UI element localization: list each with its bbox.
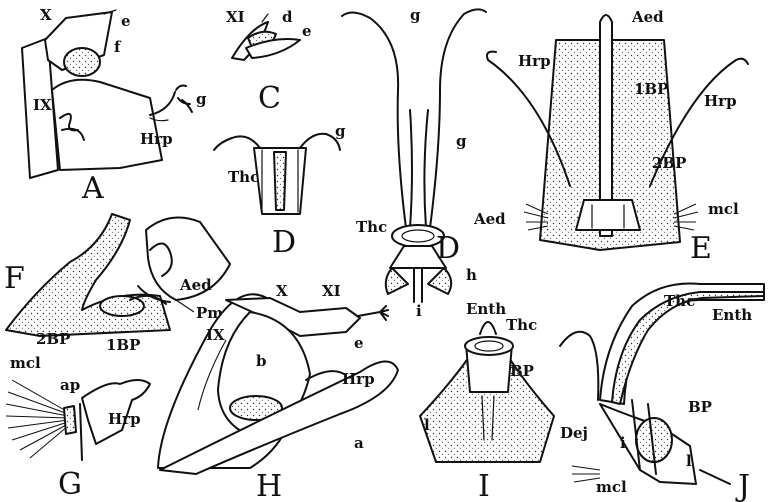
panel-d-label-thc: Thc bbox=[356, 218, 387, 236]
panel-i-caption: I bbox=[478, 469, 490, 502]
panel-j-label-enth: Enth bbox=[712, 306, 752, 324]
panel-h-label-e: e bbox=[354, 334, 364, 352]
panel-d-label-g-right: g bbox=[456, 132, 467, 150]
panel-i-label-l: l bbox=[424, 416, 430, 434]
panel-h-label-xi: XI bbox=[322, 282, 341, 300]
panel-g-label-mcl: mcl bbox=[10, 354, 41, 372]
panel-a-drawing bbox=[22, 10, 192, 178]
panel-f-label-1bp: 1BP bbox=[106, 336, 140, 354]
panel-a-label-g: g bbox=[196, 90, 207, 108]
panel-i-label-enth: Enth bbox=[466, 300, 506, 318]
panel-h-label-x: X bbox=[276, 282, 288, 300]
panel-a-caption: A bbox=[81, 171, 104, 206]
panel-j-caption: J bbox=[735, 469, 750, 502]
panel-d-drawing bbox=[342, 9, 486, 302]
panel-h-label-hrp: Hrp bbox=[342, 370, 375, 388]
panel-j-label-i: i bbox=[620, 434, 626, 452]
panel-c-caption: D bbox=[272, 225, 296, 260]
panel-e-label-1bp: 1BP bbox=[634, 80, 668, 98]
panel-j-label-mcl: mcl bbox=[596, 478, 627, 496]
panel-j-label-bp: BP bbox=[688, 398, 712, 416]
panel-a-label-f: f bbox=[114, 38, 122, 56]
panel-a-label-ix: IX bbox=[33, 96, 52, 114]
panel-i-drawing bbox=[420, 322, 554, 462]
panel-e-label-mcl: mcl bbox=[708, 200, 739, 218]
panel-a-label-hrp: Hrp bbox=[140, 130, 173, 148]
panel-d-label-g-left: g bbox=[410, 6, 421, 24]
panel-a-label-x: X bbox=[40, 6, 52, 24]
panel-b-label-e: e bbox=[302, 22, 312, 40]
panel-f-label-2bp: 2BP bbox=[36, 330, 70, 348]
panel-h-label-a: a bbox=[354, 434, 364, 452]
panel-j-label-dej: Dej bbox=[560, 424, 588, 442]
panel-j-label-thc: Thc bbox=[664, 292, 695, 310]
panel-b-label-d: d bbox=[282, 8, 293, 26]
panel-b-caption: C bbox=[258, 81, 281, 116]
panel-h-label-b: b bbox=[256, 352, 267, 370]
panel-d-label-h: h bbox=[466, 266, 477, 284]
panel-c-label-thc: Thc bbox=[228, 168, 259, 186]
panel-g-caption: G bbox=[58, 467, 82, 502]
panel-f-caption: F bbox=[4, 261, 25, 296]
panel-d-label-aed: Aed bbox=[473, 210, 506, 228]
panel-e-label-2bp: 2BP bbox=[652, 154, 686, 172]
panel-e-caption: E bbox=[690, 231, 712, 266]
panel-e-label-aed: Aed bbox=[631, 8, 664, 26]
panel-b-label-xi: XI bbox=[226, 8, 245, 26]
panel-g-label-hrp: Hrp bbox=[108, 410, 141, 428]
panel-j-label-l: l bbox=[686, 452, 692, 470]
panel-d-label-i: i bbox=[416, 302, 422, 320]
panel-e-label-hrp-right: Hrp bbox=[704, 92, 737, 110]
panel-f-label-aed: Aed bbox=[179, 276, 212, 294]
panel-c-label-g: g bbox=[335, 122, 346, 140]
panel-h-caption: H bbox=[256, 469, 282, 502]
panel-a-label-e: e bbox=[121, 12, 131, 30]
panel-h-label-ix: IX bbox=[206, 326, 225, 344]
panel-d-caption: D bbox=[436, 231, 460, 266]
panel-g-label-ap: ap bbox=[60, 376, 80, 394]
panel-i-label-thc: Thc bbox=[506, 316, 537, 334]
panel-i-label-bp: BP bbox=[510, 362, 534, 380]
panel-e-label-hrp-left: Hrp bbox=[518, 52, 551, 70]
